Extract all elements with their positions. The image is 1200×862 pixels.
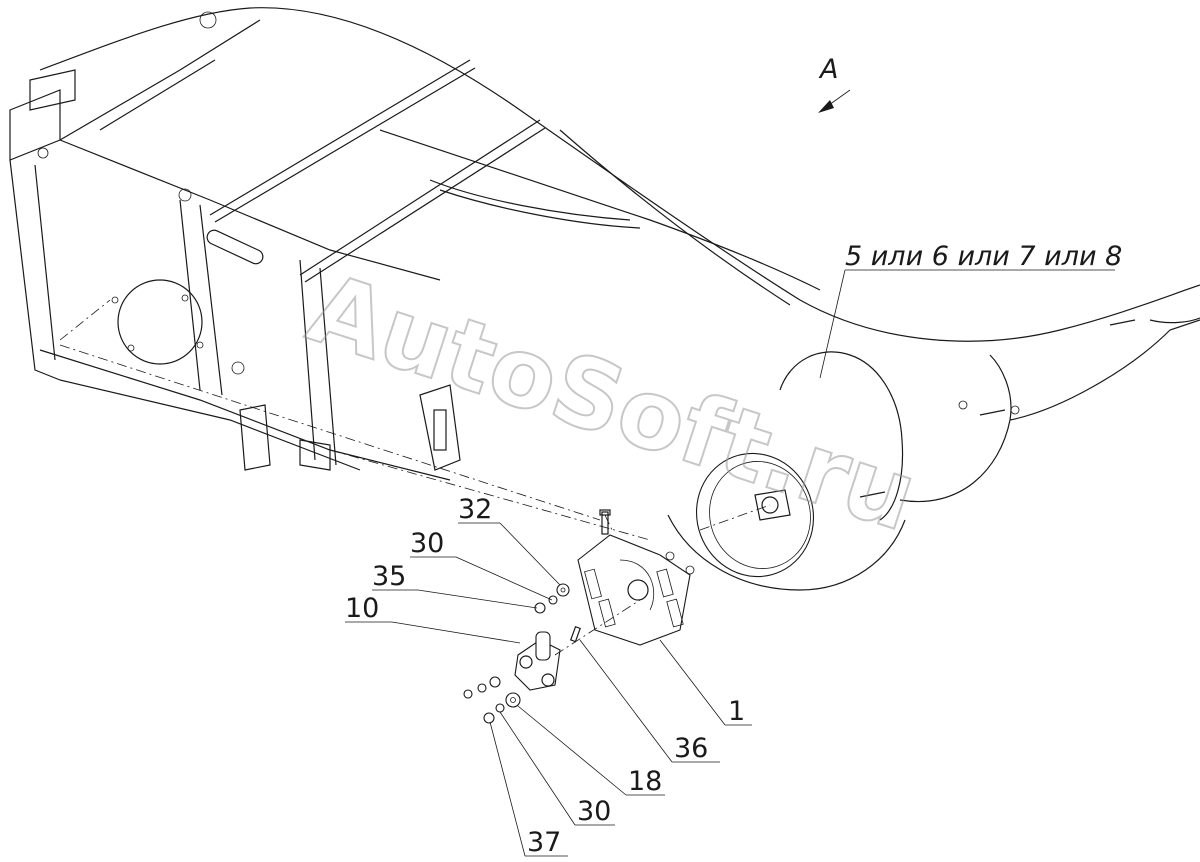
callout-10: 10 xyxy=(345,593,379,624)
callout-30-bottom: 30 xyxy=(577,796,611,827)
header-frame xyxy=(9,7,1200,541)
view-label: A xyxy=(818,54,838,85)
leader-lines xyxy=(345,269,1115,857)
callout-1: 1 xyxy=(728,696,745,727)
watermark: AutoSoft.ru xyxy=(296,252,929,553)
callout-18: 18 xyxy=(628,766,662,797)
hinge-assembly xyxy=(514,599,641,691)
housing-disk xyxy=(667,317,1200,591)
callout-37: 37 xyxy=(527,827,561,858)
view-arrow xyxy=(818,89,851,113)
callout-housing: 5 или 6 или 7 или 8 xyxy=(845,241,1122,272)
mounting-plate xyxy=(577,509,695,646)
callout-30-top: 30 xyxy=(410,528,444,559)
callout-36: 36 xyxy=(674,733,708,764)
callout-32: 32 xyxy=(458,494,492,525)
callout-35: 35 xyxy=(372,561,406,592)
fasteners xyxy=(463,583,570,724)
